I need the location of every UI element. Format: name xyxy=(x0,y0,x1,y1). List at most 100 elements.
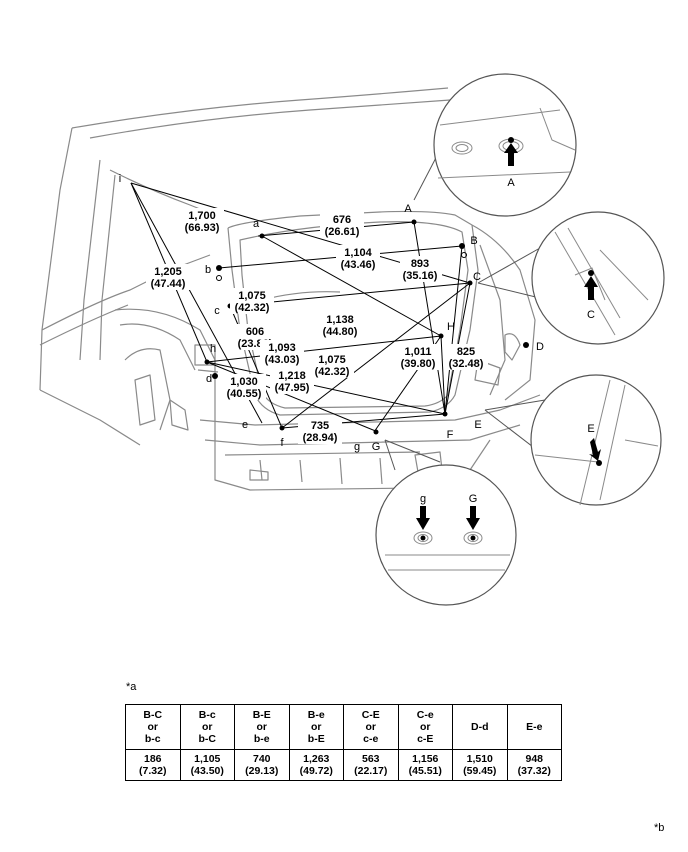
svg-text:(35.16): (35.16) xyxy=(403,270,438,282)
dimension-labels: 1,700 (66.93) 676 (26.61) 1,104 (43.46) … xyxy=(146,208,488,444)
table-header: E-e xyxy=(506,704,562,750)
svg-text:(40.55): (40.55) xyxy=(227,388,262,400)
detail-view-gG: g G xyxy=(375,464,517,606)
label-F: F xyxy=(447,429,454,441)
dim-line-h-G xyxy=(206,361,379,433)
svg-text:(43.46): (43.46) xyxy=(341,259,376,271)
dim-label-h-F: 1,218 (47.95) xyxy=(270,368,314,394)
table-cell: 563(22.17) xyxy=(343,749,399,781)
dim-line-H-F xyxy=(440,335,446,415)
label-h: h xyxy=(210,343,216,355)
svg-text:1,075: 1,075 xyxy=(238,290,266,302)
dim-label-a-A: 676 (26.61) xyxy=(320,212,364,238)
detail-label-E: E xyxy=(587,423,594,435)
svg-text:1,093: 1,093 xyxy=(268,342,296,354)
detail-label-C: C xyxy=(587,309,595,321)
detail-view-A: A xyxy=(433,73,577,217)
note-a: *a xyxy=(126,681,137,693)
detail-view-E: E xyxy=(530,374,662,506)
detail-label-g: g xyxy=(420,493,426,505)
table-row: 186(7.32) 1,105(43.50) 740(29.13) 1,263(… xyxy=(125,749,562,781)
svg-text:(66.93): (66.93) xyxy=(185,222,220,234)
detail-view-C: C xyxy=(531,211,665,345)
dim-label-a-H: 1,138 (44.80) xyxy=(318,312,362,338)
svg-text:1,075: 1,075 xyxy=(318,354,346,366)
point-H-marker xyxy=(438,333,444,339)
label-D: D xyxy=(536,341,544,353)
svg-text:(44.80): (44.80) xyxy=(323,326,358,338)
point-h-marker xyxy=(204,359,210,365)
label-f: f xyxy=(280,437,284,449)
label-d: d xyxy=(206,373,212,385)
table-cell: 740(29.13) xyxy=(234,749,290,781)
point-a-marker xyxy=(259,233,265,239)
detail-label-G: G xyxy=(469,493,478,505)
label-H: H xyxy=(447,321,455,333)
dim-label-C-f: 1,075 (42.32) xyxy=(310,352,354,378)
svg-text:1,205: 1,205 xyxy=(154,266,182,278)
dim-label-i-e: 1,205 (47.44) xyxy=(146,264,190,290)
svg-text:(47.44): (47.44) xyxy=(151,278,186,290)
dim-line-C-f xyxy=(281,282,471,429)
dim-label-h-H: 1,093 (43.03) xyxy=(260,340,304,366)
point-D-marker xyxy=(523,342,529,348)
dim-line-h-F xyxy=(206,361,446,415)
table-cell: 1,510(59.45) xyxy=(452,749,508,781)
body-dimension-diagram: i a A B b C c h d D H e f g G F E 1,700 … xyxy=(39,73,665,606)
detail-label-A: A xyxy=(507,177,515,189)
point-f-marker xyxy=(279,425,285,431)
svg-text:735: 735 xyxy=(311,420,329,432)
label-i: i xyxy=(119,173,121,185)
label-c: c xyxy=(214,305,220,317)
table-cell: 1,263(49.72) xyxy=(288,749,344,781)
table-header: D-d xyxy=(452,704,508,750)
point-A-marker xyxy=(411,219,417,225)
svg-text:1,030: 1,030 xyxy=(230,376,258,388)
svg-text:893: 893 xyxy=(411,258,429,270)
dim-label-h-G: 1,030 (40.55) xyxy=(222,374,266,400)
label-B: B xyxy=(470,235,477,247)
table-cell: 948(37.32) xyxy=(506,749,562,781)
table-cell: 186(7.32) xyxy=(125,749,181,781)
point-b-marker xyxy=(216,265,222,271)
svg-text:(32.48): (32.48) xyxy=(449,358,484,370)
point-labels: i a A B b C c h d D H e f g G F E xyxy=(119,173,544,453)
svg-text:(42.32): (42.32) xyxy=(235,302,270,314)
table-cell: 1,156(45.51) xyxy=(397,749,453,781)
label-G: G xyxy=(372,441,381,453)
svg-text:(28.94): (28.94) xyxy=(303,432,338,444)
dim-line-h-H xyxy=(206,335,442,363)
dim-label-A-F: 893 (35.16) xyxy=(400,256,442,282)
vehicle-body-drawing xyxy=(39,87,541,491)
svg-text:(39.80): (39.80) xyxy=(401,358,436,370)
dim-line-a-H xyxy=(261,235,442,337)
table-cell: 1,105(43.50) xyxy=(179,749,235,781)
svg-text:825: 825 xyxy=(457,346,475,358)
label-C: C xyxy=(473,271,481,283)
svg-text:1,218: 1,218 xyxy=(278,370,306,382)
point-G-marker xyxy=(373,429,379,435)
svg-text:676: 676 xyxy=(333,214,351,226)
point-F-marker xyxy=(442,411,448,417)
label-A: A xyxy=(404,203,412,215)
dim-line-B-F xyxy=(444,245,463,415)
svg-text:1,104: 1,104 xyxy=(344,247,372,259)
dim-label-B-F: 825 (32.48) xyxy=(444,344,488,370)
note-b: *b xyxy=(654,822,665,834)
label-e: e xyxy=(242,419,248,431)
svg-text:1,011: 1,011 xyxy=(405,346,432,358)
dim-label-c-C: 1,075 (42.32) xyxy=(230,288,274,314)
svg-text:1,138: 1,138 xyxy=(326,314,354,326)
dim-label-i-C: 1,700 (66.93) xyxy=(180,208,224,234)
svg-text:1,700: 1,700 xyxy=(188,210,216,222)
point-C-marker xyxy=(467,280,473,286)
label-a: a xyxy=(253,218,260,230)
svg-text:(42.32): (42.32) xyxy=(315,366,350,378)
